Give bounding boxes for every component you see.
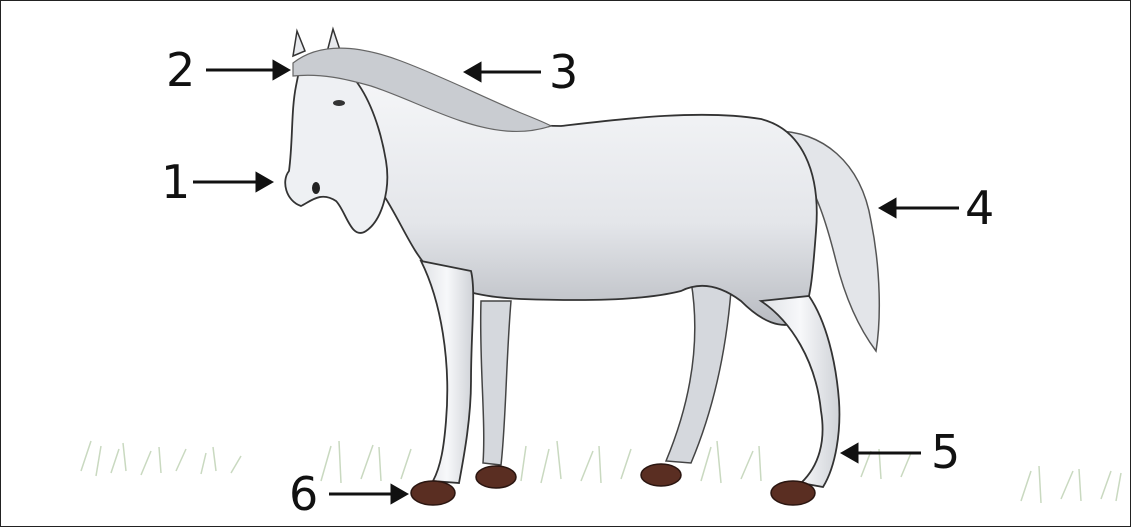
hooves	[411, 464, 815, 505]
hind-leg	[761, 296, 839, 487]
callout-5: 5	[931, 429, 960, 475]
callout-6: 6	[289, 471, 318, 517]
ear-left	[293, 31, 305, 56]
callout-1: 1	[161, 159, 190, 205]
callout-4: 4	[965, 185, 994, 231]
eye	[333, 100, 345, 106]
grass-tufts	[81, 441, 1121, 503]
front-leg	[421, 261, 473, 483]
nostril	[312, 182, 320, 194]
far-legs	[481, 281, 731, 465]
horse-body	[331, 68, 817, 325]
callout-3: 3	[549, 49, 578, 95]
callout-2: 2	[166, 47, 195, 93]
